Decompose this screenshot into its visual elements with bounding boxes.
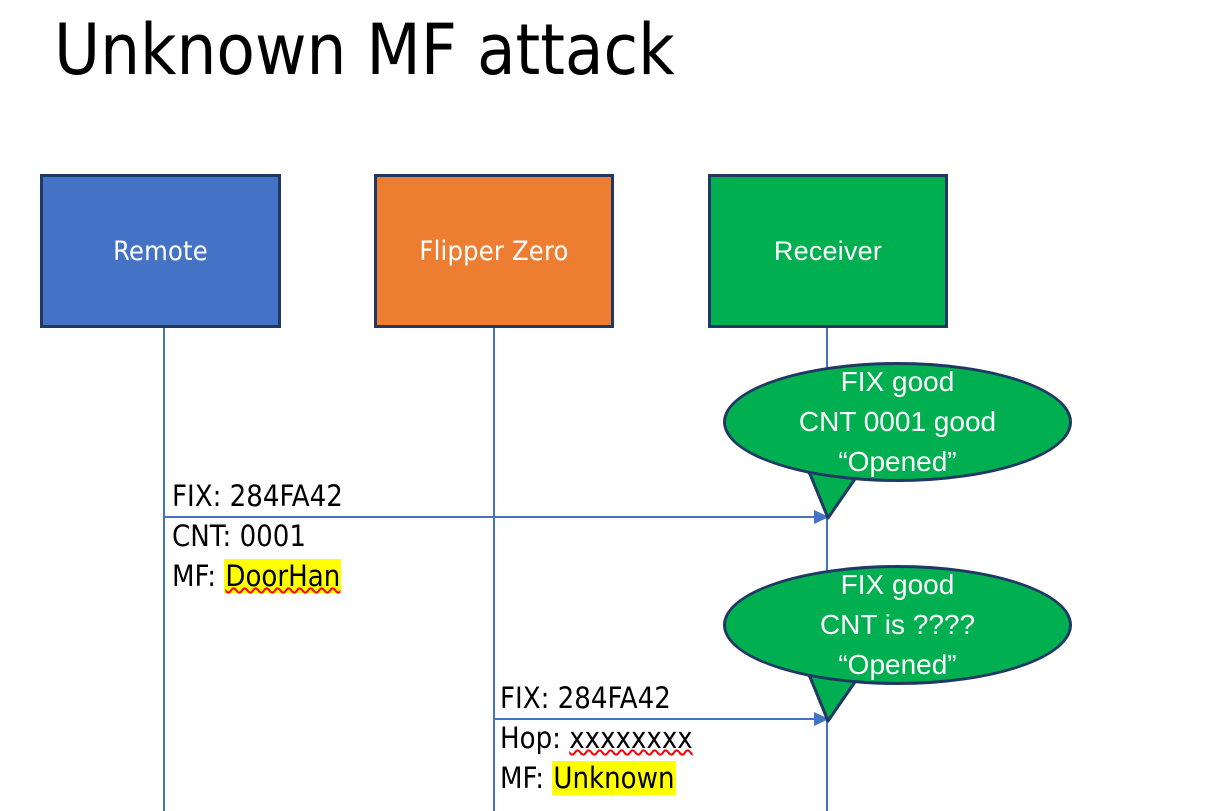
bubble-2-line-3: “Opened” — [838, 649, 957, 680]
message-2-line-3: MF: Unknown — [500, 758, 693, 798]
message-2-line-2-label: Hop: — [500, 721, 561, 755]
message-1-line-1-value: 284FA42 — [229, 479, 343, 513]
lifeline-remote — [163, 328, 165, 811]
bubble-1-line-2: CNT 0001 good — [798, 406, 997, 437]
actor-label-remote: Remote — [113, 235, 208, 267]
message-1-line-1-label: FIX: — [172, 479, 222, 513]
message-2-lines-2-3: Hop: xxxxxxxx MF: Unknown — [500, 718, 693, 798]
message-2-line-2-value: xxxxxxxx — [569, 721, 693, 755]
actor-box-receiver[interactable]: Receiver — [708, 174, 948, 328]
speech-bubble-receiver-response-2: FIX good CNT is ???? “Opened” — [723, 565, 1072, 685]
message-1-line-3: MF: DoorHan — [172, 556, 342, 596]
actor-label-receiver: Receiver — [773, 235, 883, 266]
message-1-line-3-label: MF: — [172, 559, 217, 593]
actor-label-flipper: Flipper Zero — [419, 235, 569, 267]
message-2-line-3-value: Unknown — [552, 761, 676, 795]
bubble-1-line-1: FIX good — [840, 366, 955, 397]
page-title: Unknown MF attack — [54, 9, 675, 91]
actor-box-remote[interactable]: Remote — [40, 174, 281, 328]
message-2-line-1-label: FIX: — [500, 681, 550, 715]
message-1-line-2-value: 0001 — [239, 519, 306, 553]
message-1-line-2: CNT: 0001 — [172, 516, 341, 556]
message-1-line-3-value: DoorHan — [224, 559, 342, 593]
message-2-line-2: Hop: xxxxxxxx — [500, 718, 693, 758]
message-1-lines-2-3: CNT: 0001 MF: DoorHan — [172, 516, 342, 596]
bubble-2-line-2: CNT is ???? — [819, 609, 976, 640]
message-2-line-1: FIX: 284FA42 — [500, 678, 671, 718]
message-1-line-1: FIX: 284FA42 — [172, 476, 343, 516]
message-2-line-3-label: MF: — [500, 761, 545, 795]
message-2-line-1-value: 284FA42 — [557, 681, 671, 715]
bubble-2-line-1: FIX good — [840, 569, 955, 600]
actor-box-flipper[interactable]: Flipper Zero — [374, 174, 614, 328]
lifeline-flipper — [493, 328, 495, 811]
bubble-1-line-3: “Opened” — [838, 446, 957, 477]
speech-bubble-receiver-response-1: FIX good CNT 0001 good “Opened” — [723, 362, 1072, 482]
message-1-line-2-label: CNT: — [172, 519, 232, 553]
